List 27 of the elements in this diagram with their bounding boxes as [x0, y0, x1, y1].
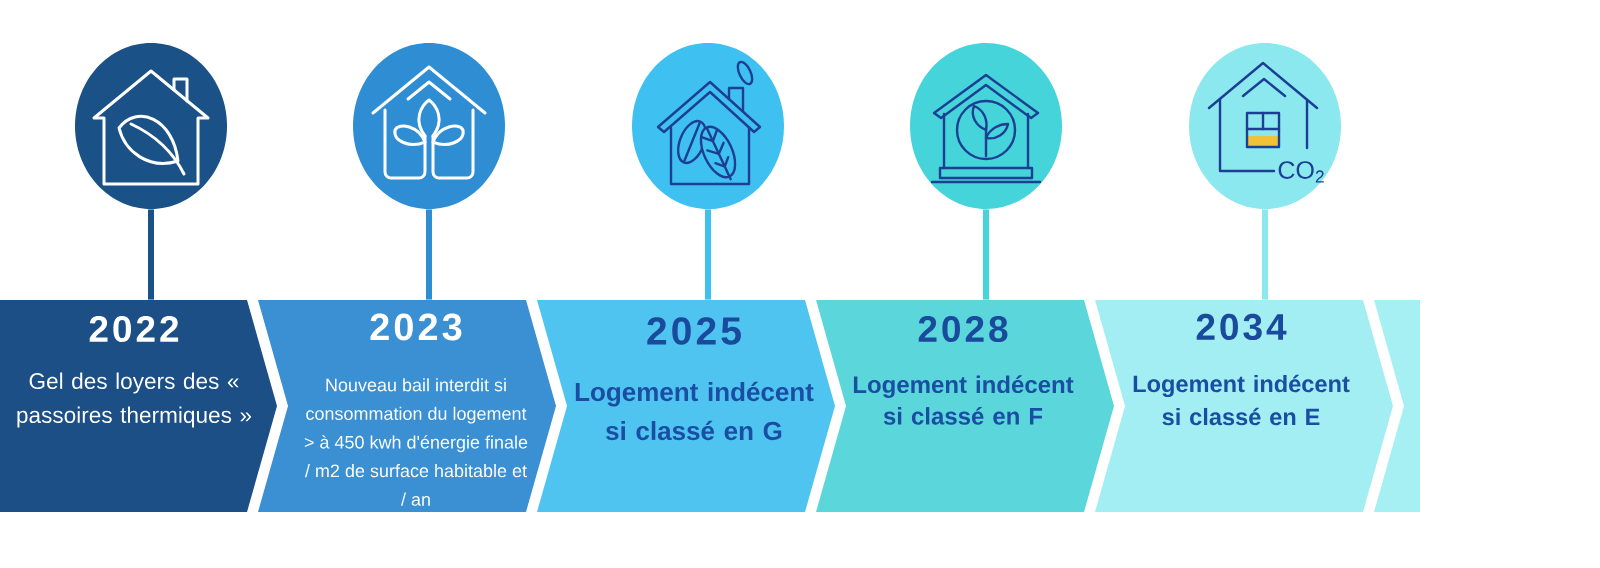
year-heading: 2034: [1196, 313, 1287, 341]
chevron-banner: [1095, 300, 1393, 512]
year-heading: 2023: [370, 313, 462, 341]
year-heading: 2028: [918, 315, 1008, 343]
house-icon: [75, 43, 227, 209]
connector-line: [705, 209, 711, 300]
house-icon: [632, 43, 784, 209]
house-icon: [353, 43, 505, 209]
formula-label: CO$_{2}$: [1278, 161, 1324, 183]
description-text: Logement indécent si classé en G: [575, 381, 814, 441]
description-text: Logement indécent si classé en F: [853, 375, 1074, 425]
house-icon: [910, 43, 1062, 209]
connector-line: [1262, 209, 1268, 300]
chevron-banner: [537, 300, 835, 512]
chevron-banner: [1374, 300, 1420, 512]
connector-line: [148, 209, 154, 300]
connector-line: [426, 209, 432, 300]
year-heading: 2025: [647, 317, 741, 345]
chevron-banner: [816, 300, 1114, 512]
chevron-banner: [0, 300, 277, 512]
description-text: Gel des loyers des « passoires thermiques »: [17, 372, 252, 428]
chevron-banner: [258, 300, 556, 512]
house-icon: [1189, 43, 1341, 209]
description-text: Nouveau bail interdit si consommation du logement > à 450 kwh d'énergie finale / m2 de surface habitable et / an: [304, 378, 528, 506]
year-heading: 2022: [89, 315, 179, 343]
description-text: Logement indécent si classé en E: [1133, 374, 1350, 426]
connector-line: [983, 209, 989, 300]
